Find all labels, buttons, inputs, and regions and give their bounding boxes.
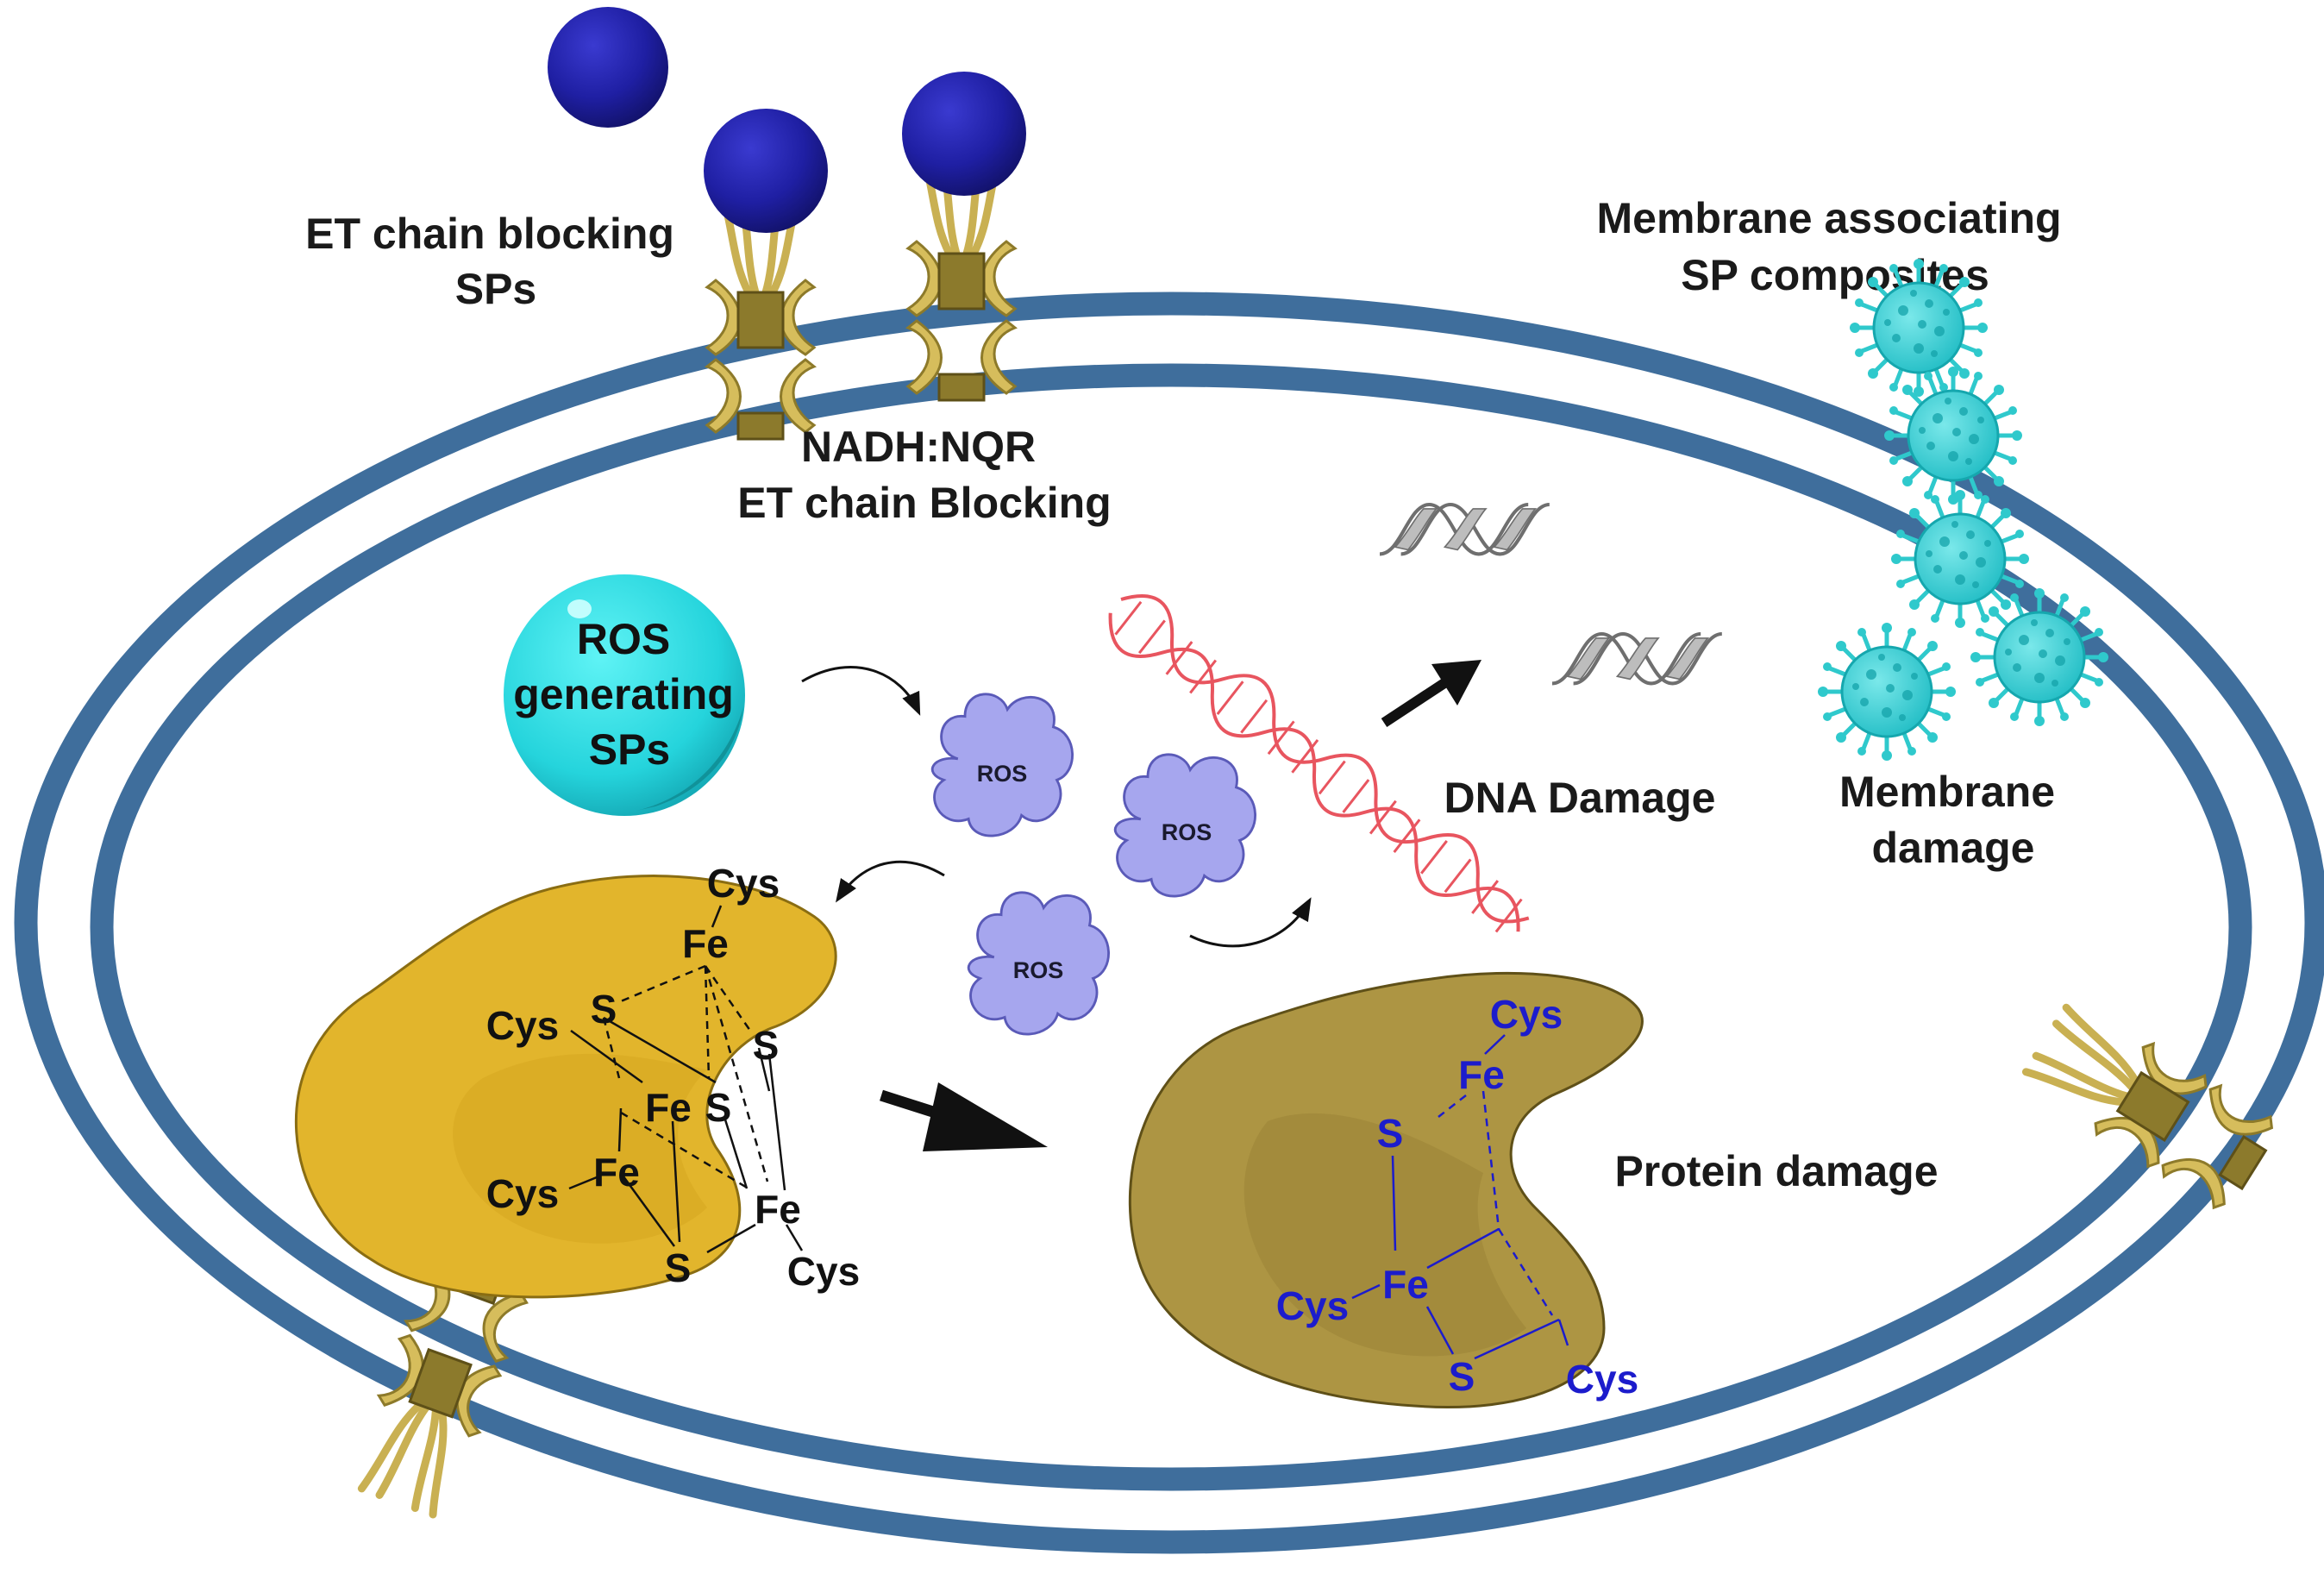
- svg-text:S: S: [665, 1245, 692, 1290]
- svg-text:S: S: [591, 987, 617, 1032]
- svg-text:Cys: Cys: [486, 1171, 559, 1216]
- sp-composite-particle-5: [1818, 623, 1956, 761]
- svg-text:Fe: Fe: [755, 1187, 801, 1232]
- svg-text:S: S: [705, 1085, 732, 1130]
- svg-text:Fe: Fe: [593, 1150, 640, 1195]
- svg-text:Cys: Cys: [1566, 1357, 1638, 1402]
- ros-generation-arrow: [801, 666, 921, 716]
- intact-protein: [294, 875, 837, 1299]
- svg-text:S: S: [1377, 1111, 1404, 1156]
- sp-composite-particle-4: [1970, 588, 2108, 726]
- nadh-nqr-label: NADH:NQR ET chain Blocking: [737, 423, 1111, 527]
- ros-to-dna-arrow: [1189, 897, 1312, 948]
- et-chain-blocking-label: ET chain blocking SPs: [305, 210, 686, 313]
- protein-damage-label: Protein damage: [1614, 1147, 1938, 1195]
- svg-text:S: S: [753, 1023, 780, 1068]
- ros-to-protein-arrow: [836, 860, 945, 903]
- sp-composite-particle-2: [1884, 367, 2022, 505]
- sp-sphere-3: [902, 72, 1026, 196]
- svg-text:Cys: Cys: [707, 861, 780, 906]
- svg-text:Fe: Fe: [1382, 1262, 1429, 1307]
- sp-composite-particle-3: [1891, 490, 2029, 628]
- intact-cluster-atoms: Cys Fe Cys S S Fe S Cys Fe Fe S Cys: [486, 861, 860, 1294]
- ros-generating-sphere: ROS generating SPs: [504, 574, 746, 816]
- damaged-dna: [1108, 594, 1530, 933]
- svg-text:Fe: Fe: [682, 921, 729, 966]
- dna-damage-label: DNA Damage: [1444, 774, 1716, 822]
- membrane-associating-label: Membrane associating SP composites: [1597, 194, 2074, 299]
- ros-cloud-3-label: ROS: [1013, 957, 1064, 983]
- damaged-protein: [1128, 971, 1644, 1409]
- membrane-channel-3: [2018, 994, 2283, 1215]
- ros-cloud-2-label: ROS: [1162, 819, 1212, 845]
- svg-text:Fe: Fe: [645, 1085, 692, 1130]
- dna-fragment-1: [1380, 505, 1550, 554]
- damaged-cluster-atoms: Cys Fe S Cys Fe S Cys: [1276, 992, 1638, 1402]
- svg-text:Cys: Cys: [1490, 992, 1563, 1037]
- intact-cluster-bonds: [568, 905, 804, 1254]
- svg-text:ROS generating SPs: ROS generating SPs: [513, 615, 746, 774]
- svg-text:Cys: Cys: [1276, 1283, 1349, 1328]
- ros-cloud-1-label: ROS: [977, 761, 1028, 787]
- sp-composite-particle-1: [1850, 259, 1988, 397]
- svg-text:Cys: Cys: [787, 1249, 860, 1294]
- svg-text:Fe: Fe: [1458, 1052, 1505, 1097]
- svg-text:S: S: [1449, 1354, 1475, 1399]
- sp-sphere-1: [548, 7, 668, 128]
- dna-fragment-arrow: [1381, 660, 1481, 728]
- svg-text:Cys: Cys: [486, 1003, 559, 1048]
- cell-membrane: [14, 292, 2324, 1554]
- dna-fragment-2: [1552, 634, 1722, 683]
- sp-sphere-2: [704, 109, 828, 233]
- protein-damage-arrow: [880, 1082, 1048, 1151]
- damaged-cluster-bonds: [1351, 1034, 1569, 1360]
- membrane-damage-label: Membrane damage: [1839, 768, 2067, 872]
